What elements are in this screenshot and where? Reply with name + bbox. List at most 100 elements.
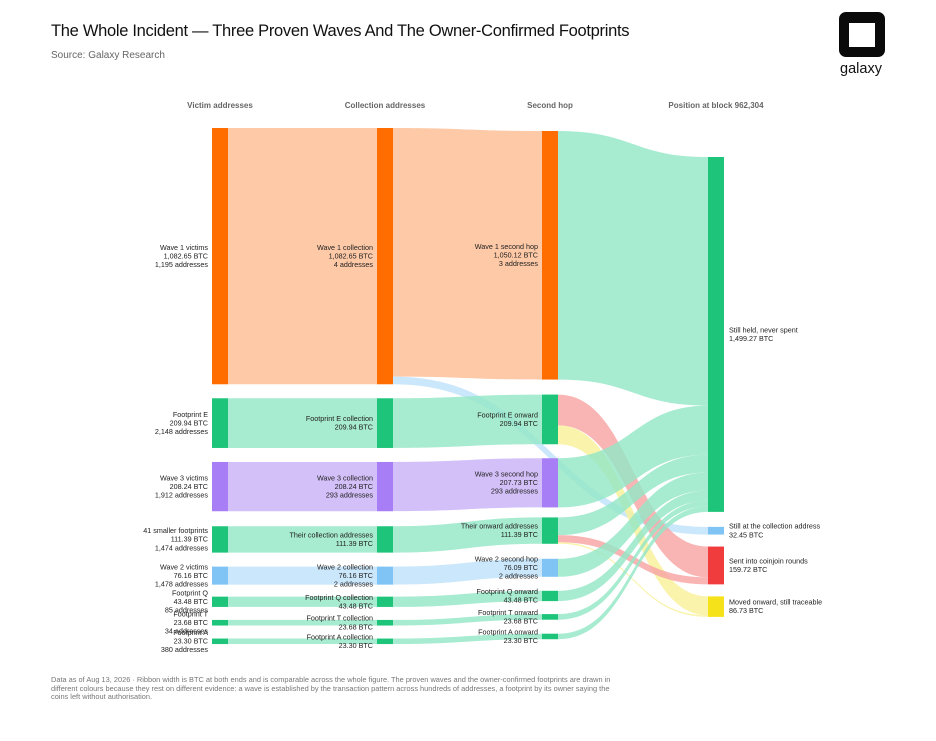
chart-title: The Whole Incident — Three Proven Waves …	[51, 22, 630, 40]
sankey-node	[708, 526, 724, 535]
sankey-link	[393, 376, 708, 535]
node-label: Footprint Q collection	[305, 593, 373, 602]
sankey-link	[393, 458, 542, 512]
node-label: Footprint A	[173, 628, 208, 637]
node-label: 209.94 BTC	[500, 419, 538, 428]
sankey-link	[228, 638, 377, 645]
node-label: Wave 2 collection	[317, 562, 373, 571]
sankey-node	[708, 546, 724, 585]
node-label: 1,478 addresses	[155, 580, 209, 589]
node-label: 111.39 BTC	[501, 530, 538, 539]
sankey-link	[228, 128, 377, 385]
sankey-link	[393, 517, 542, 553]
sankey-node	[708, 157, 724, 512]
node-label: 208.24 BTC	[170, 482, 208, 491]
sankey-node	[212, 566, 228, 585]
node-label: Their onward addresses	[461, 522, 539, 531]
node-label: 209.94 BTC	[170, 418, 208, 427]
sankey-link	[558, 454, 708, 536]
node-label: Wave 3 victims	[160, 473, 208, 482]
sankey-node	[377, 398, 393, 448]
node-label: 208.24 BTC	[335, 482, 373, 491]
node-label: 23.30 BTC	[174, 637, 208, 646]
node-label: 293 addresses	[491, 487, 539, 496]
sankey-node	[708, 596, 724, 617]
node-label: Wave 2 victims	[160, 562, 208, 571]
node-label: 2 addresses	[499, 572, 539, 581]
sankey-node	[377, 566, 393, 585]
node-label: 23.68 BTC	[339, 622, 373, 631]
sankey-node	[542, 517, 558, 544]
sankey-link	[558, 472, 708, 577]
node-label: 23.68 BTC	[504, 616, 538, 625]
node-label: Wave 1 collection	[317, 243, 373, 252]
sankey-link	[228, 461, 377, 512]
node-label: Footprint E	[173, 410, 208, 419]
sankey-node	[212, 619, 228, 626]
logo-wordmark: galaxy	[840, 61, 882, 77]
node-label: 32.45 BTC	[729, 530, 763, 539]
node-label: Wave 1 second hop	[475, 242, 538, 251]
node-label: 76.09 BTC	[504, 563, 538, 572]
node-label: Footprint A collection	[307, 632, 373, 641]
node-label: 1,474 addresses	[155, 543, 209, 552]
chart-source: Source: Galaxy Research	[51, 50, 165, 61]
stage-header: Position at block 962,304	[668, 101, 764, 110]
node-label: 1,912 addresses	[155, 491, 209, 500]
node-label: 43.48 BTC	[339, 601, 373, 610]
node-label: 43.48 BTC	[504, 596, 538, 605]
sankey-node	[377, 461, 393, 512]
node-label: 2,148 addresses	[155, 427, 209, 436]
sankey-node	[212, 398, 228, 448]
node-label: 1,082.65 BTC	[164, 251, 208, 260]
sankey-node	[212, 596, 228, 607]
node-label: Sent into coinjoin rounds	[729, 556, 808, 565]
node-label: 380 addresses	[161, 645, 209, 654]
node-label: 1,082.65 BTC	[329, 251, 373, 260]
footnote: Data as of Aug 13, 2026 · Ribbon width i…	[51, 675, 611, 702]
sankey-link	[558, 131, 708, 406]
node-label: Still held, never spent	[729, 325, 798, 334]
node-label: 86.73 BTC	[729, 606, 763, 615]
node-label: 1,050.12 BTC	[494, 251, 538, 260]
node-label: 76.16 BTC	[339, 571, 373, 580]
sankey-link	[393, 614, 542, 626]
node-label: Footprint T onward	[478, 608, 538, 617]
sankey-link	[393, 128, 542, 380]
node-label: Footprint Q	[172, 588, 208, 597]
sankey-node	[542, 458, 558, 508]
node-label: 1,195 addresses	[155, 260, 209, 269]
node-label: 209.94 BTC	[335, 423, 373, 432]
sankey-node	[377, 596, 393, 607]
node-label: 41 smaller footprints	[143, 526, 208, 535]
node-label: Moved onward, still traceable	[729, 598, 822, 607]
node-label: Their collection addresses	[290, 530, 374, 539]
sankey-node	[542, 394, 558, 445]
sankey-node	[542, 633, 558, 640]
node-label: Footprint Q onward	[476, 587, 538, 596]
node-label: Footprint E onward	[477, 410, 538, 419]
node-label: Wave 3 second hop	[475, 470, 538, 479]
node-label: Still at the collection address	[729, 522, 820, 531]
node-label: Footprint E collection	[306, 414, 373, 423]
sankey-node	[212, 128, 228, 385]
sankey-nodes	[212, 128, 724, 645]
sankey-link	[558, 490, 708, 602]
sankey-node	[212, 526, 228, 553]
sankey-node	[542, 131, 558, 380]
sankey-link	[393, 590, 542, 607]
sankey-link	[558, 506, 708, 640]
node-label: 2 addresses	[334, 580, 374, 589]
stage-header: Collection addresses	[345, 101, 426, 110]
node-label: 293 addresses	[326, 491, 374, 500]
node-label: 111.39 BTC	[336, 539, 373, 548]
node-label: 23.30 BTC	[504, 636, 538, 645]
node-label: Wave 3 collection	[317, 473, 373, 482]
sankey-link	[228, 596, 377, 607]
sankey-link	[558, 500, 708, 620]
node-label: 85 addresses	[165, 606, 209, 615]
node-label: Footprint A onward	[478, 627, 538, 636]
stage-header: Second hop	[527, 101, 573, 110]
